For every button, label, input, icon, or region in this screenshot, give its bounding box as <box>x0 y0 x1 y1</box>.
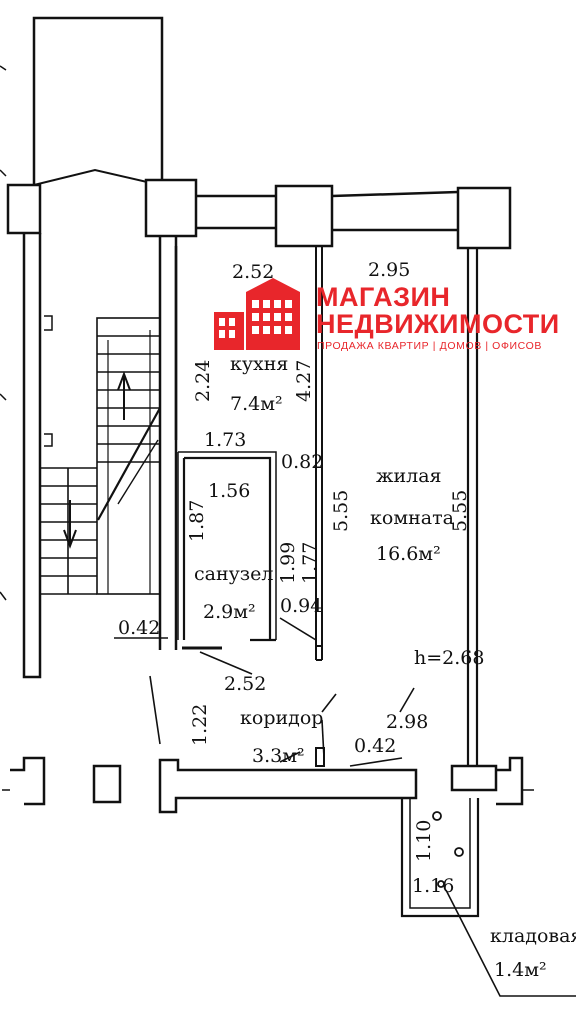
dim-bath-door: 0.94 <box>280 595 322 617</box>
dim-living-left: 5.55 <box>330 490 352 532</box>
dim-living-width: 2.95 <box>368 259 410 281</box>
dim-partition: 0.82 <box>281 451 323 473</box>
corridor-name: коридор <box>240 707 323 729</box>
corridor-area: 3.3м² <box>252 745 305 767</box>
walls <box>0 16 534 918</box>
dim-corridor-left: 1.22 <box>189 704 211 746</box>
dim-outer-step: 0.42 <box>118 617 160 639</box>
dim-storage-width: 1.16 <box>412 875 454 897</box>
dimension-labels: 2.52 2.95 2.24 4.27 1.73 0.82 1.56 1.87 … <box>118 259 471 897</box>
storage-area: 1.4м² <box>494 959 547 981</box>
logo-title-line2: НЕДВИЖИМОСТИ <box>316 309 560 339</box>
living-area: 16.6м² <box>376 543 441 565</box>
dim-bath-right-b: 1.77 <box>299 542 321 584</box>
logo-tagline: ПРОДАЖА КВАРТИР | ДОМОВ | ОФИСОВ <box>317 340 542 352</box>
dim-bath-top: 1.73 <box>204 429 246 451</box>
logo-title-line1: МАГАЗИН <box>316 282 450 312</box>
dim-kitchen-right: 4.27 <box>293 360 315 402</box>
kitchen-name: кухня <box>230 353 288 375</box>
dim-corridor-stub: 0.42 <box>354 735 396 757</box>
real-estate-logo: МАГАЗИН НЕДВИЖИМОСТИ ПРОДАЖА КВАРТИР | Д… <box>214 278 560 352</box>
living-name-line2: комната <box>370 507 454 529</box>
door-lines <box>114 617 576 997</box>
dim-bath-right-a: 1.99 <box>277 542 299 584</box>
staircase <box>40 317 161 595</box>
dim-corridor-top: 2.52 <box>224 673 266 695</box>
room-labels: кухня 7.4м² жилая комната 16.6м² санузел… <box>194 353 576 981</box>
dim-living-right: 5.55 <box>449 490 471 532</box>
storage-fixtures <box>432 811 464 888</box>
dim-storage-height: 1.10 <box>413 820 435 862</box>
storage-name: кладовая <box>490 925 576 947</box>
living-name-line1: жилая <box>376 465 442 487</box>
dim-bath-left: 1.87 <box>186 500 208 542</box>
kitchen-area: 7.4м² <box>230 393 283 415</box>
dim-bath-inner: 1.56 <box>208 480 250 502</box>
bathroom-name: санузел <box>194 563 274 585</box>
dim-kitchen-width: 2.52 <box>232 261 274 283</box>
dim-corridor-right: 2.98 <box>386 711 428 733</box>
dim-kitchen-depth: 2.24 <box>192 360 214 402</box>
ceiling-height: h=2.68 <box>414 647 484 669</box>
bathroom-area: 2.9м² <box>203 601 256 623</box>
building-logo-icon <box>214 278 300 350</box>
